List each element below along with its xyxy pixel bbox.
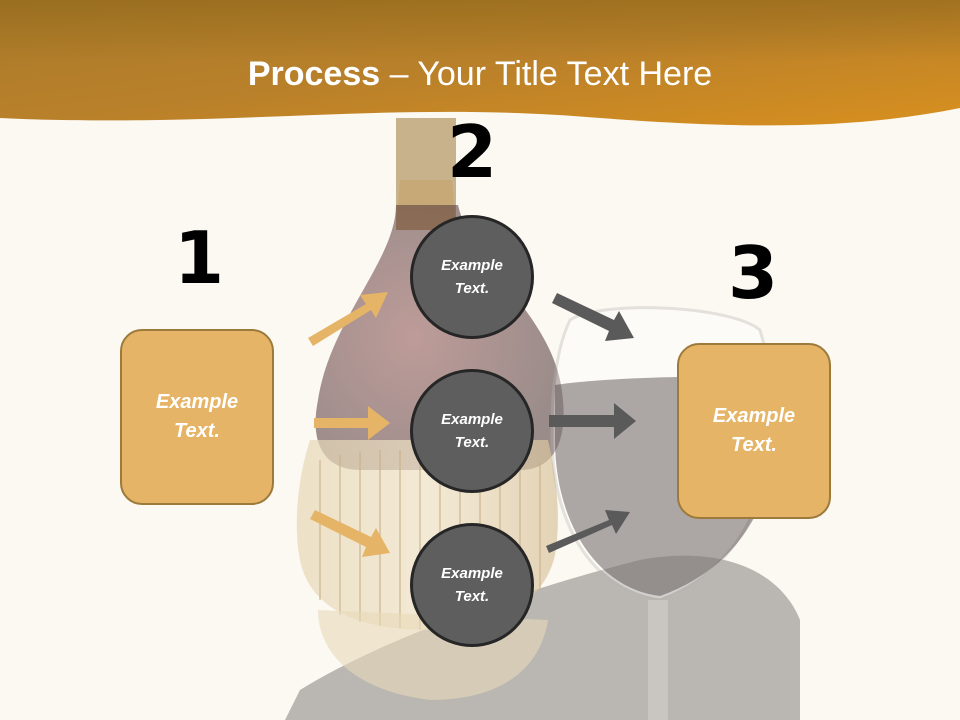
circle-middle-line1: Example xyxy=(441,411,503,428)
step-number-2: 2 xyxy=(446,110,498,194)
title-rest: – Your Title Text Here xyxy=(380,55,713,93)
step-1-line2: Text. xyxy=(174,420,220,442)
step-3-box: Example Text. xyxy=(677,343,831,519)
circle-top: Example Text. xyxy=(410,215,534,339)
step-number-1: 1 xyxy=(173,216,225,300)
arrow-up-right-right xyxy=(546,510,630,553)
step-number-3: 3 xyxy=(727,231,779,315)
title-bold: Process xyxy=(247,55,381,93)
step-3-line1: Example xyxy=(712,405,796,427)
arrow-up-right-left xyxy=(308,292,388,346)
title-banner xyxy=(0,0,960,126)
circle-top-line1: Example xyxy=(441,257,503,274)
circle-bottom-line1: Example xyxy=(441,565,503,582)
circle-middle-line2: Text. xyxy=(454,434,490,451)
step-3-line2: Text. xyxy=(731,434,777,456)
arrow-down-right-left xyxy=(310,510,390,557)
arrow-right-left xyxy=(314,406,390,440)
circle-middle: Example Text. xyxy=(410,369,534,493)
circle-top-line2: Text. xyxy=(454,280,490,297)
arrow-right-right xyxy=(549,403,636,439)
step-1-box: Example Text. xyxy=(120,329,274,505)
slide-title: Process – Your Title Text Here xyxy=(0,52,960,96)
circle-bottom-line2: Text. xyxy=(454,588,490,605)
circle-bottom: Example Text. xyxy=(410,523,534,647)
arrow-down-right-right xyxy=(552,293,634,341)
step-1-line1: Example xyxy=(155,391,239,413)
